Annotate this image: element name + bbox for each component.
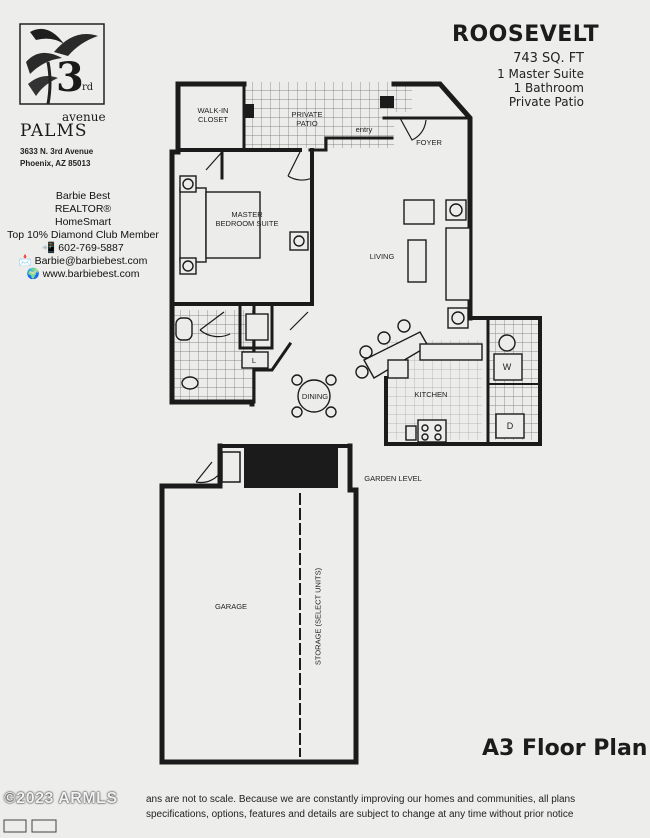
kitchen-label: KITCHEN xyxy=(414,390,448,399)
washer-label: W xyxy=(502,362,512,372)
agent-award: Top 10% Diamond Club Member xyxy=(7,229,159,241)
address-line2: Phoenix, AZ 85013 xyxy=(20,159,91,168)
logo-line1: avenue xyxy=(62,110,106,124)
phone-icon: 📲 xyxy=(42,242,56,254)
spec-feature-1: 1 Master Suite xyxy=(497,67,584,81)
patio-label: PRIVATE PATIO xyxy=(291,110,323,128)
logo-number: 3 xyxy=(56,54,84,101)
mech-room-block xyxy=(244,446,338,488)
community-logo xyxy=(18,22,138,122)
agent-web-row: 🌍 www.barbiebest.com xyxy=(2,268,164,281)
agent-brokerage: HomeSmart xyxy=(54,216,111,228)
dining-label: DINING xyxy=(301,392,329,401)
entry-label: entry xyxy=(355,125,373,134)
agent-website[interactable]: www.barbiebest.com xyxy=(42,268,140,280)
agent-title: REALTOR® xyxy=(54,203,112,215)
agent-phone-row: 📲 602-769-5887 xyxy=(2,242,164,255)
agent-phone[interactable]: 602-769-5887 xyxy=(58,242,124,254)
agent-contact: Barbie Best REALTOR® HomeSmart Top 10% D… xyxy=(2,190,164,281)
dryer-label: D xyxy=(506,421,514,431)
disclaimer-line1: ans are not to scale. Because we are con… xyxy=(146,794,576,805)
palm-logo-icon xyxy=(19,23,105,105)
realtor-logo-icon xyxy=(3,819,57,833)
disclaimer-line2: specifications, options, features and de… xyxy=(146,809,574,820)
spec-feature-2: 1 Bathroom xyxy=(513,81,584,95)
agent-email[interactable]: Barbie@barbiebest.com xyxy=(34,255,148,267)
closet-label: WALK-IN CLOSET xyxy=(197,106,229,124)
living-label: LIVING xyxy=(369,252,395,261)
agent-email-row: 📩 Barbie@barbiebest.com xyxy=(2,255,164,268)
model-name: ROOSEVELT xyxy=(452,22,600,47)
spec-list: 743 SQ. FT 1 Master Suite 1 Bathroom Pri… xyxy=(440,51,584,109)
storage-label: STORAGE (SELECT UNITS) xyxy=(313,567,323,666)
plan-title: A3 Floor Plan xyxy=(482,736,648,761)
logo-suffix: rd xyxy=(82,82,94,93)
linen-label: L xyxy=(251,356,257,365)
globe-icon: 🌍 xyxy=(26,268,40,280)
spec-feature-3: Private Patio xyxy=(508,95,584,109)
copyright-watermark: ©2023 ARMLS xyxy=(4,790,118,807)
foyer-label: FOYER xyxy=(416,138,442,147)
address-line1: 3633 N. 3rd Avenue xyxy=(20,147,94,156)
agent-name: Barbie Best xyxy=(55,190,111,202)
garage-label: GARAGE xyxy=(214,602,248,611)
email-icon: 📩 xyxy=(18,255,32,267)
logo-line2: PALMS xyxy=(20,121,88,141)
garden-level-label: GARDEN LEVEL xyxy=(364,474,422,483)
master-bedroom-label: MASTER BEDROOM SUITE xyxy=(215,210,279,228)
broker-badges xyxy=(2,818,62,834)
spec-area: 743 SQ. FT xyxy=(513,51,584,66)
